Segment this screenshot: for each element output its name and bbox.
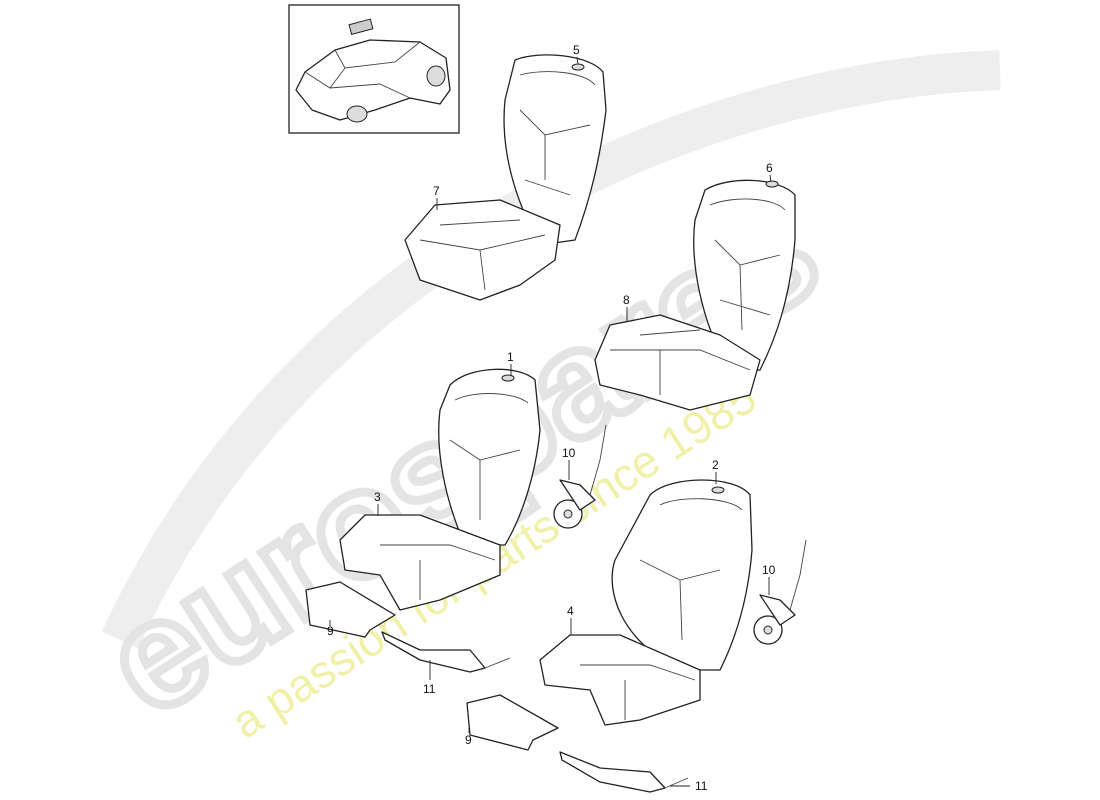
callout-labels: 5 7 6 8 1 10 3 2 10 4 9 11 9 11	[327, 43, 776, 793]
recliner-mechanism-10a[interactable]	[553, 424, 607, 529]
callout-4[interactable]: 4	[567, 604, 574, 618]
seat-cushion-frame-4[interactable]	[539, 634, 701, 726]
car-icon	[295, 18, 451, 123]
callout-7[interactable]: 7	[433, 184, 440, 198]
vehicle-thumbnail[interactable]	[288, 4, 460, 134]
callout-10b[interactable]: 10	[762, 563, 776, 577]
seat-cushion-7[interactable]	[404, 199, 561, 301]
callout-3[interactable]: 3	[374, 490, 381, 504]
seat-cushion-frame-3[interactable]	[339, 514, 501, 611]
seat-cushion-8[interactable]	[594, 314, 761, 411]
heating-element-11b[interactable]	[559, 751, 689, 793]
seat-backrest-6[interactable]	[693, 179, 796, 373]
callout-6[interactable]: 6	[766, 161, 773, 175]
callout-9a[interactable]: 9	[327, 624, 334, 638]
heating-element-11a[interactable]	[381, 631, 511, 673]
cushion-pad-9a[interactable]	[305, 581, 396, 638]
callout-8[interactable]: 8	[623, 293, 630, 307]
seat-backrest-5[interactable]	[503, 54, 607, 246]
callout-9b[interactable]: 9	[465, 733, 472, 747]
callout-2[interactable]: 2	[712, 458, 719, 472]
seat-backrest-2[interactable]	[611, 479, 753, 671]
callout-1[interactable]: 1	[507, 350, 514, 364]
seat-backrest-1[interactable]	[438, 368, 541, 546]
cushion-pad-9b[interactable]	[466, 694, 559, 751]
callout-11b[interactable]: 11	[695, 779, 708, 793]
callout-11a[interactable]: 11	[423, 682, 436, 696]
callout-5[interactable]: 5	[573, 43, 580, 57]
recliner-mechanism-10b[interactable]	[753, 539, 807, 645]
callout-10a[interactable]: 10	[562, 446, 576, 460]
